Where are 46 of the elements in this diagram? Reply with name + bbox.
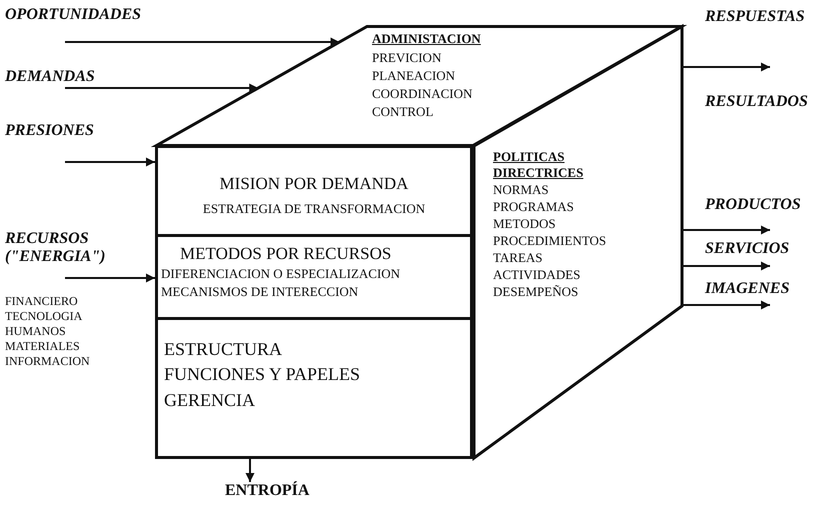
edge-label: IMAGENES	[705, 280, 790, 298]
panel-text: FUNCIONES Y PAPELES	[164, 365, 360, 385]
arrow	[65, 38, 340, 46]
arrow	[65, 158, 155, 166]
list-item: DESEMPEÑOS	[493, 285, 578, 300]
edge-label: PRODUCTOS	[705, 196, 801, 214]
edge-label: DEMANDAS	[5, 68, 95, 86]
edge-label: RECURSOS ("ENERGIA")	[5, 230, 106, 267]
resource-item: INFORMACION	[5, 355, 90, 368]
arrow	[65, 274, 155, 282]
arrow	[682, 300, 770, 310]
arrow	[682, 62, 770, 72]
panel-subtext: DIFERENCIACION O ESPECIALIZACION	[161, 267, 400, 282]
edge-label: OPORTUNIDADES	[5, 6, 142, 24]
list-item: METODOS	[493, 217, 556, 232]
output-label: RESULTADOS	[705, 93, 808, 111]
output-label: ENTROPÍA	[225, 482, 310, 500]
panel-subtext: ESTRATEGIA DE TRANSFORMACION	[202, 202, 426, 216]
list-item: PROGRAMAS	[493, 200, 574, 214]
panel-text: ESTRUCTURA	[164, 340, 282, 360]
edge-label: SERVICIOS	[705, 240, 790, 258]
list-item: PROCEDIMIENTOS	[493, 234, 606, 248]
resource-item: TECNOLOGIA	[5, 310, 82, 324]
list-item: PREVICION	[372, 51, 442, 66]
front-panel	[155, 317, 473, 459]
section-heading: POLITICAS DIRECTRICES	[493, 149, 584, 180]
resource-item: FINANCIERO	[5, 295, 78, 308]
arrow	[65, 84, 258, 92]
section-heading: ADMINISTACION	[372, 32, 481, 46]
panel-heading: METODOS POR RECURSOS	[180, 245, 392, 264]
list-item: TAREAS	[493, 251, 543, 266]
panel-heading: MISION POR DEMANDA	[218, 175, 410, 194]
panel-text: GERENCIA	[164, 391, 255, 411]
panel-subtext: MECANISMOS DE INTERECCION	[161, 285, 358, 300]
arrow	[682, 262, 770, 270]
resource-item: MATERIALES	[5, 340, 80, 354]
list-item: COORDINACION	[372, 87, 472, 102]
resource-item: HUMANOS	[5, 325, 66, 338]
list-item: PLANEACION	[372, 69, 456, 84]
edge-label: RESPUESTAS	[705, 8, 805, 26]
list-item: ACTIVIDADES	[493, 268, 580, 282]
edge-label: PRESIONES	[5, 122, 94, 140]
list-item: NORMAS	[493, 183, 549, 198]
arrow	[682, 226, 770, 234]
arrow	[246, 459, 254, 482]
list-item: CONTROL	[372, 105, 434, 120]
